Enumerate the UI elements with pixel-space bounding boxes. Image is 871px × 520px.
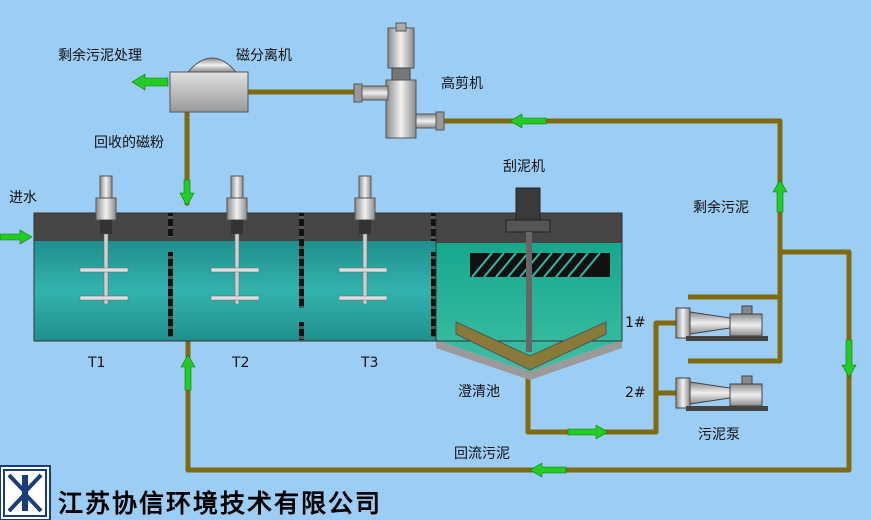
arrow-sludge-out <box>131 73 169 91</box>
label-clarifier: 澄清池 <box>458 384 500 400</box>
label-sludge-pump: 污泥泵 <box>698 427 740 443</box>
mixer-t3 <box>338 175 388 305</box>
arrow-highshear-return <box>509 113 547 129</box>
arrow-clarifier-out <box>567 424 609 440</box>
label-high-shear: 高剪机 <box>441 76 483 92</box>
label-surplus-sludge-treatment: 剩余污泥处理 <box>58 48 142 64</box>
label-t3: T3 <box>361 355 379 371</box>
arrow-return-up <box>180 354 196 391</box>
reaction-tanks <box>33 212 455 342</box>
mixer-t1 <box>79 175 129 305</box>
pipe-return-sludge <box>185 249 852 473</box>
mixer-t2 <box>210 175 260 305</box>
label-scraper: 刮泥机 <box>503 159 545 175</box>
arrow-bottom-left <box>529 462 567 478</box>
pipe-clarifier-pump1 <box>525 320 676 435</box>
label-return-sludge: 回流污泥 <box>454 446 510 462</box>
arrow-inlet <box>0 229 33 245</box>
sludge-pump-1 <box>675 305 768 341</box>
arrow-recovered-powder <box>179 179 195 207</box>
flow-arrows <box>0 73 857 478</box>
pipes <box>184 89 852 473</box>
label-recovered-powder: 回收的磁粉 <box>94 135 164 151</box>
pipe-surplus-pump2 <box>688 297 783 364</box>
label-magnetic-separator: 磁分离机 <box>236 48 292 64</box>
arrow-surplus-up <box>772 179 788 213</box>
sludge-pump-2 <box>675 375 768 411</box>
label-surplus-sludge: 剩余污泥 <box>693 200 749 216</box>
label-t1: T1 <box>88 355 106 371</box>
high-shear-machine <box>353 22 445 139</box>
company-logo <box>0 465 51 520</box>
label-inlet: 进水 <box>9 190 37 206</box>
label-pump-2: 2# <box>625 385 646 401</box>
magnetic-separator <box>169 57 249 113</box>
label-t2: T2 <box>232 355 250 371</box>
label-pump-1: 1# <box>625 315 646 331</box>
company-name: 江苏协信环境技术有限公司 <box>58 489 383 518</box>
arrow-right-down <box>841 339 857 378</box>
clarifier <box>435 187 623 380</box>
